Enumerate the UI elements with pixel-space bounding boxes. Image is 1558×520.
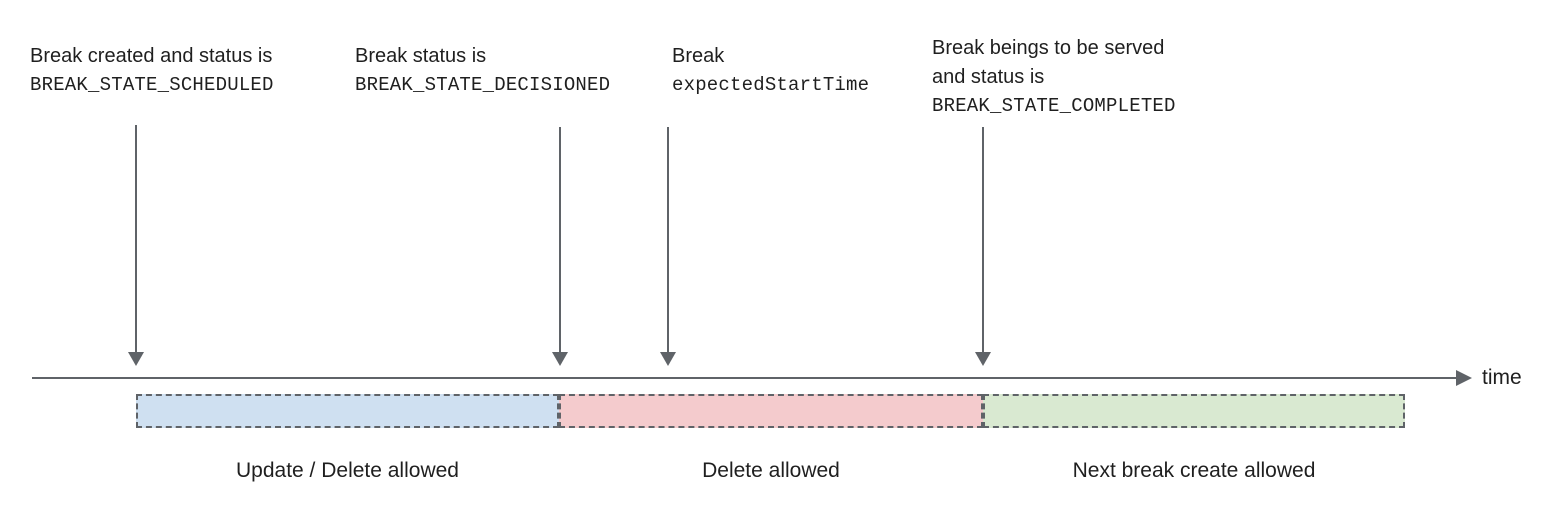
- time-axis-arrowhead-icon: [1456, 370, 1472, 386]
- pointer-line-break-completed: [982, 127, 984, 353]
- time-axis-label: time: [1482, 366, 1522, 389]
- annotation-text-line: Break: [672, 45, 725, 67]
- pointer-arrowhead-break-completed: [975, 352, 991, 366]
- annotation-state-name: BREAK_STATE_DECISIONED: [355, 74, 611, 96]
- annotation-text-line: Break beings to be served: [932, 37, 1165, 59]
- annotation-break-decisioned: Break status is BREAK_STATE_DECISIONED: [355, 42, 610, 100]
- pointer-arrowhead-expected-start-time: [660, 352, 676, 366]
- annotation-expected-start-time: Break expectedStartTime: [672, 42, 869, 100]
- pointer-line-expected-start-time: [667, 127, 669, 353]
- annotation-break-scheduled: Break created and status is BREAK_STATE_…: [30, 42, 274, 100]
- phase-caption-next-break-create: Next break create allowed: [1072, 459, 1316, 482]
- time-axis-line: [32, 377, 1464, 379]
- pointer-line-break-scheduled: [135, 125, 137, 353]
- phase-caption-update-delete: Update / Delete allowed: [236, 459, 459, 482]
- annotation-text-line: and status is: [932, 66, 1045, 88]
- phase-bar-delete-only: [559, 394, 983, 428]
- annotation-break-completed: Break beings to be served and status is …: [932, 34, 1176, 121]
- annotation-state-name: BREAK_STATE_SCHEDULED: [30, 74, 274, 96]
- annotation-field-name: expectedStartTime: [672, 74, 870, 96]
- phase-bar-next-break-create: [983, 394, 1405, 428]
- phase-caption-delete-only: Delete allowed: [702, 459, 840, 482]
- annotation-text-line: Break status is: [355, 45, 487, 67]
- phase-bar-update-delete: [136, 394, 559, 428]
- pointer-arrowhead-break-scheduled: [128, 352, 144, 366]
- pointer-arrowhead-break-decisioned: [552, 352, 568, 366]
- annotation-state-name: BREAK_STATE_COMPLETED: [932, 95, 1176, 117]
- annotation-text-line: Break created and status is: [30, 45, 273, 67]
- pointer-line-break-decisioned: [559, 127, 561, 353]
